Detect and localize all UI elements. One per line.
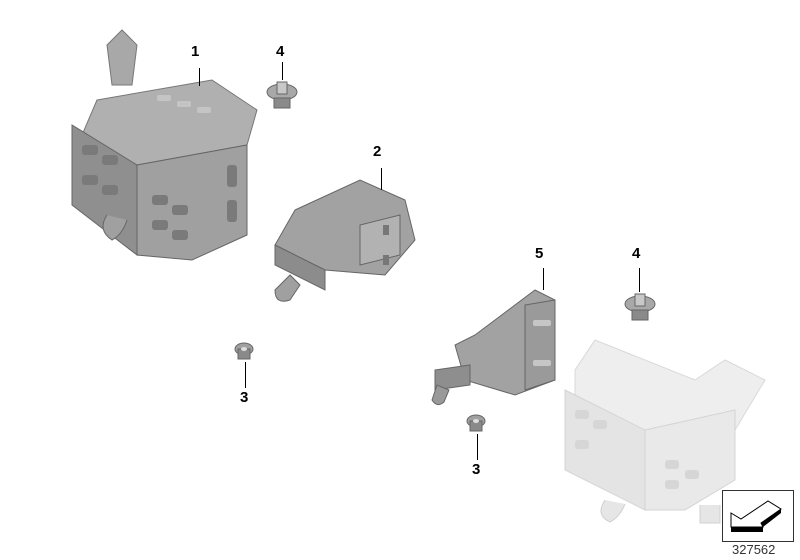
leader-line-2: [381, 168, 382, 190]
callout-2[interactable]: 2: [373, 143, 382, 160]
image-number: 327562: [732, 542, 776, 557]
ghost-fuse-box: [564, 339, 766, 524]
callout-5[interactable]: 5: [535, 245, 544, 262]
leader-line-3-bottom: [477, 434, 478, 460]
nut-part-3-bottom[interactable]: [464, 412, 488, 436]
leader-line-3-left: [245, 362, 246, 388]
callout-3-bottom[interactable]: 3: [472, 461, 481, 478]
leader-line-4-top: [282, 62, 283, 80]
leader-line-4-right: [639, 268, 640, 292]
screw-part-4-right[interactable]: [622, 290, 658, 326]
navigation-arrow-box[interactable]: [722, 490, 794, 542]
callout-3-left[interactable]: 3: [240, 389, 249, 406]
leader-line-1: [199, 68, 200, 86]
callout-4-top[interactable]: 4: [276, 43, 285, 60]
callout-1[interactable]: 1: [191, 43, 200, 60]
fuse-box-part-1[interactable]: [62, 25, 282, 270]
arrow-icon: [730, 500, 782, 532]
bracket-part-5[interactable]: [415, 285, 565, 410]
bracket-part-2[interactable]: [265, 170, 425, 310]
nut-part-3-left[interactable]: [232, 340, 256, 364]
screw-part-4-top[interactable]: [264, 78, 300, 114]
leader-line-5: [543, 268, 544, 290]
callout-4-right[interactable]: 4: [632, 245, 641, 262]
